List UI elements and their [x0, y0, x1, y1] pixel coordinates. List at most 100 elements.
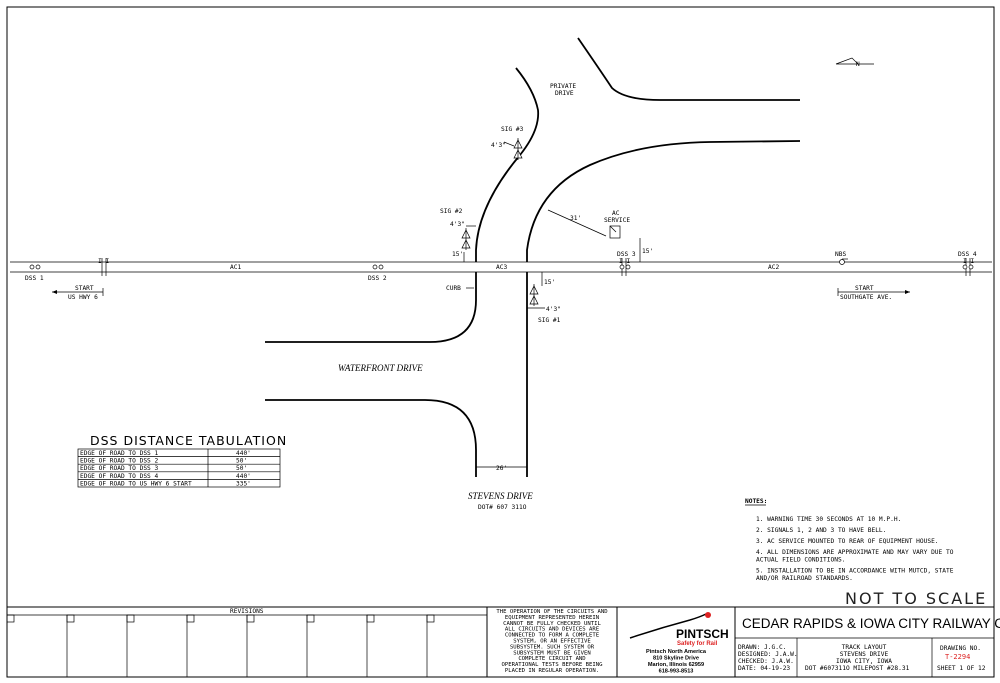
north-arrow-icon: N	[835, 57, 874, 68]
circuit-ac2: AC2	[768, 264, 779, 271]
disclaimer-line: SUBSYSTEM. SUCH SYSTEM OR	[510, 644, 595, 650]
dss-row-label: EDGE OF ROAD TO DSS 1	[80, 450, 159, 457]
svg-text:DSS 3: DSS 3	[617, 251, 636, 258]
nbs-symbol: NBS	[835, 251, 848, 265]
signal-3: SIG #3 4'3"	[491, 126, 524, 160]
drawing-no-label: DRAWING NO.	[940, 645, 981, 652]
svg-text:DSS 2: DSS 2	[368, 275, 387, 282]
disclaimer-line: CONNECTED TO FORM A COMPLETE	[505, 633, 600, 639]
revision-slot	[426, 614, 435, 623]
revision-slot	[246, 614, 255, 623]
revision-slot	[366, 614, 375, 623]
curb-stevens-west-north	[475, 67, 540, 262]
svg-text:DSS 1: DSS 1	[25, 275, 44, 282]
dss-distance-table: DSS DISTANCE TABULATION EDGE OF ROAD TO …	[77, 433, 287, 487]
curb-label: CURB	[446, 285, 474, 292]
start-us-hwy-6: START US HWY 6	[52, 285, 104, 301]
note-line: ACTUAL FIELD CONDITIONS.	[756, 557, 845, 564]
sheet-title-line: IOWA CITY, IOWA	[836, 658, 892, 665]
railroad-track: I I I I I I AC1 AC3 AC2 DSS 1 DSS 2 DSS …	[10, 251, 992, 282]
svg-text:SIG #1: SIG #1	[538, 317, 561, 324]
sheet-title-line: TRACK LAYOUT	[842, 644, 887, 651]
revision-slot	[66, 614, 75, 623]
note-line: 3. AC SERVICE MOUNTED TO REAR OF EQUIPME…	[756, 538, 939, 545]
svg-text:US HWY 6: US HWY 6	[68, 294, 98, 301]
svg-text:31': 31'	[570, 215, 581, 222]
not-to-scale: NOT TO SCALE	[845, 589, 987, 608]
svg-text:26': 26'	[496, 465, 507, 472]
ac-service-icon: AC SERVICE	[604, 210, 630, 239]
note-line: 5. INSTALLATION TO BE IN ACCORDANCE WITH…	[756, 568, 954, 575]
svg-text:AC: AC	[612, 210, 620, 217]
circuit-ac3: AC3	[496, 264, 507, 271]
company-address-line: Marion, Illinois 62959	[648, 662, 704, 668]
curb-stevens-west-south	[265, 272, 477, 343]
sheet-title-line: STEVENS DRIVE	[840, 651, 889, 658]
sheet-border	[6, 6, 995, 678]
dot-milepost: DOT #607311O MILEPOST #28.31	[805, 665, 910, 672]
svg-text:I I: I I	[619, 258, 630, 265]
drawing-date: DATE: 04-19-23	[738, 665, 790, 672]
pintsch-logo-name: PINTSCH	[676, 627, 729, 641]
dss-2-symbol: DSS 2	[368, 264, 387, 282]
note-line: 4. ALL DIMENSIONS ARE APPROXIMATE AND MA…	[756, 549, 954, 556]
insulated-joint-left: I I	[98, 258, 109, 276]
svg-text:4'3": 4'3"	[491, 142, 506, 149]
notes: NOTES: 1. WARNING TIME 30 SECONDS AT 10 …	[745, 498, 954, 582]
dss-4-symbol: DSS 4	[958, 251, 977, 270]
svg-text:SOUTHGATE AVE.: SOUTHGATE AVE.	[840, 294, 892, 301]
dss-table-title: DSS DISTANCE TABULATION	[90, 433, 287, 448]
svg-text:NBS: NBS	[835, 251, 846, 258]
designed-by: DESIGNED: J.A.W.	[738, 651, 798, 658]
disclaimer-line: SYSTEM, OR AN EFFECTIVE	[513, 639, 591, 645]
notes-heading: NOTES:	[745, 498, 767, 505]
signal-1: SIG #1 4'3" 15'	[527, 272, 561, 324]
sheet-number: SHEET 1 OF 12	[937, 665, 986, 672]
svg-text:15': 15'	[452, 251, 463, 258]
private-drive-label-1: PRIVATE	[550, 83, 576, 90]
stevens-dot-label: DOT# 607 311O	[478, 504, 527, 511]
svg-text:4'3": 4'3"	[546, 306, 561, 313]
revision-slot	[306, 614, 315, 623]
curb-waterfront-south	[265, 399, 477, 477]
pintsch-logo-tagline: Safety for Rail	[677, 641, 718, 647]
start-southgate-ave: START SOUTHGATE AVE.	[837, 285, 910, 301]
signal-2: SIG #2 4'3" 15'	[440, 208, 476, 262]
dimension-31: 31'	[547, 209, 607, 237]
dss-row-value: 335'	[236, 480, 251, 487]
disclaimer-line: OPERATIONAL TESTS BEFORE BEING	[501, 662, 603, 668]
company-address-line: 810 Skyline Drive	[653, 656, 699, 662]
dimension-15-house: 15'	[639, 238, 653, 262]
railway-name: CEDAR RAPIDS & IOWA CITY RAILWAY CO.	[742, 616, 1000, 631]
note-line: AND/OR RAILROAD STANDARDS.	[756, 575, 853, 582]
dss-row-label: EDGE OF ROAD TO DSS 3	[80, 465, 159, 472]
title-block: REVISIONS THE OPERATION OF THE CIRCUITS …	[6, 606, 1000, 677]
drawn-by: DRAWN: J.G.C.	[738, 644, 786, 651]
dss-1-symbol: DSS 1	[25, 264, 44, 282]
dss-row-value: 440'	[236, 450, 251, 457]
disclaimer-line: ALL CIRCUITS AND DEVICES ARE	[505, 627, 600, 633]
svg-text:START: START	[75, 285, 94, 292]
svg-text:15': 15'	[642, 248, 653, 255]
disclaimer-line: SUBSYSTEM MUST BE GIVEN	[513, 650, 590, 656]
disclaimer-line: CANNOT BE FULLY CHECKED UNTIL	[503, 621, 601, 627]
disclaimer-line: PLACED IN REGULAR OPERATION.	[505, 668, 599, 674]
private-drive-label-2: DRIVE	[555, 90, 574, 97]
dss-3-symbol: DSS 3	[617, 251, 636, 270]
dss-row-value: 50'	[236, 458, 247, 465]
drawing-number: T-2294	[945, 653, 970, 661]
dss-row-label: EDGE OF ROAD TO US HWY 6 START	[80, 480, 192, 487]
note-line: 2. SIGNALS 1, 2 AND 3 TO HAVE BELL.	[756, 527, 886, 534]
pintsch-logo: PINTSCH Safety for Rail	[629, 612, 729, 647]
svg-text:I I: I I	[963, 258, 974, 265]
svg-text:START: START	[855, 285, 874, 292]
dss-row-value: 440'	[236, 473, 251, 480]
dimension-26: 26'	[476, 465, 527, 472]
dss-row-value: 50'	[236, 465, 247, 472]
svg-text:15': 15'	[544, 279, 555, 286]
road-curbs	[265, 37, 801, 477]
disclaimer-line: COMPLETE CIRCUIT AND	[518, 656, 586, 662]
checked-by: CHECKED: J.A.W.	[738, 658, 794, 665]
revision-slot	[126, 614, 135, 623]
